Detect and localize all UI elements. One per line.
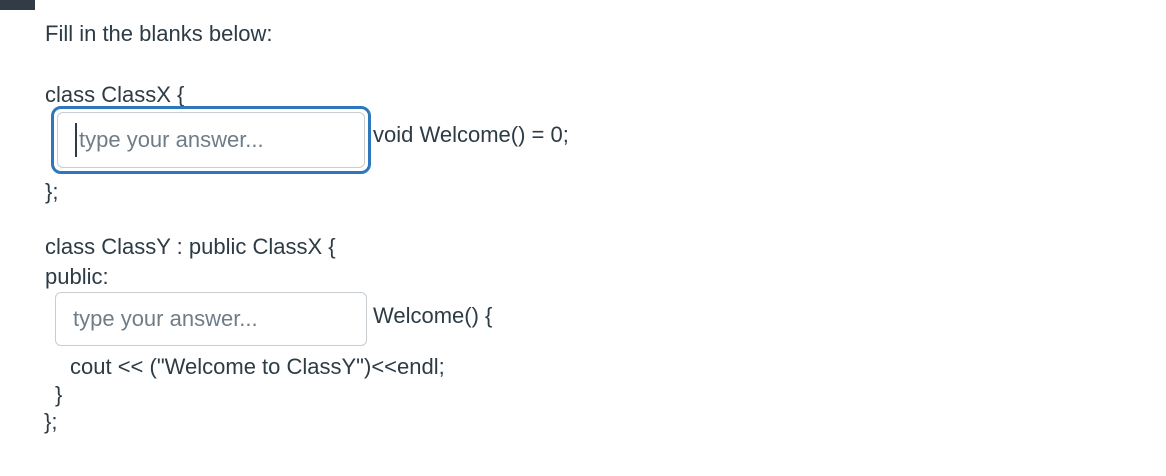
code-line-pure-virtual: void Welcome() = 0;	[373, 122, 569, 147]
code-line-public: public:	[45, 264, 109, 289]
top-left-dark-bar	[0, 0, 35, 10]
code-line-classy-close: };	[44, 409, 58, 434]
code-line-classy-open: class ClassY : public ClassX {	[45, 234, 336, 259]
blank-1-shell	[57, 112, 365, 168]
code-line-method-close: }	[55, 382, 63, 407]
code-line-cout: cout << ("Welcome to ClassY")<<endl;	[70, 354, 445, 379]
code-line-classx-open: class ClassX {	[45, 82, 185, 107]
text-cursor-caret	[75, 123, 77, 157]
blank-1-focus-ring	[51, 106, 371, 174]
code-line-welcome-open: Welcome() {	[373, 303, 493, 328]
code-line-classx-close: };	[45, 179, 59, 204]
blank-2-shell	[55, 292, 367, 346]
blank-1-input[interactable]	[57, 112, 365, 168]
question-prompt: Fill in the blanks below:	[45, 21, 273, 46]
blank-2-input[interactable]	[55, 292, 367, 346]
